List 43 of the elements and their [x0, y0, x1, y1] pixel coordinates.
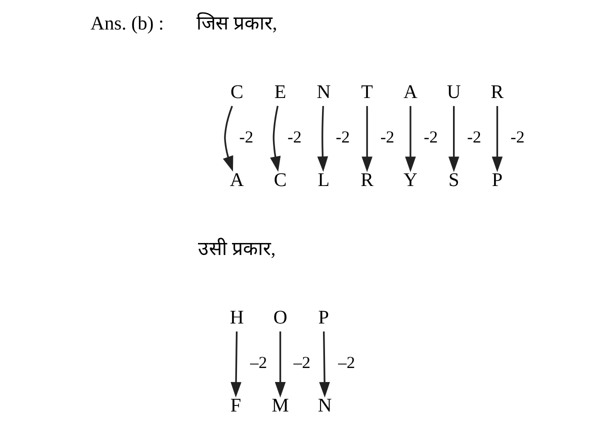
node-text: S [448, 170, 459, 192]
edge-label: –2 [338, 353, 354, 372]
node-text: N [317, 396, 332, 417]
arrow [448, 106, 459, 172]
edge-label: –2 [250, 353, 267, 372]
edge-label: -2 [423, 128, 438, 147]
node-text: P [318, 308, 329, 329]
node-text: C [273, 170, 286, 192]
arrow [361, 106, 372, 172]
arrow [318, 331, 330, 398]
node-text: C [230, 82, 243, 104]
node-text: U [446, 82, 460, 104]
node-text: F [230, 396, 241, 417]
edge-label: -2 [238, 128, 253, 147]
arrow [230, 331, 241, 398]
arrow [270, 106, 280, 172]
edge-label: –2 [293, 353, 310, 372]
node-text: N [316, 82, 330, 104]
arrow [404, 106, 416, 172]
node-text: A [229, 170, 244, 192]
edge-label: -2 [335, 128, 350, 147]
node-text: E [274, 82, 286, 104]
edge-label: -2 [287, 128, 302, 147]
edge-label: -2 [466, 128, 481, 147]
arrow [316, 106, 328, 172]
node-text: A [403, 82, 417, 104]
node-text: L [317, 170, 330, 192]
node-text: Y [403, 170, 417, 192]
node-text: T [360, 82, 372, 104]
node-text: P [491, 170, 502, 192]
label: Ans. (b) : [90, 14, 164, 35]
arrow [222, 106, 233, 172]
arrow [274, 331, 286, 398]
edge-label: -2 [380, 128, 394, 147]
label: उसी प्रकार, [198, 238, 276, 260]
node-text: R [360, 170, 373, 192]
arrow [491, 106, 502, 172]
edge-label: -2 [510, 128, 524, 147]
node-text: H [229, 308, 244, 329]
node-text: R [490, 82, 504, 104]
node-text: M [271, 396, 288, 417]
label: जिस प्रकार, [196, 14, 277, 35]
node-text: O [272, 308, 287, 329]
